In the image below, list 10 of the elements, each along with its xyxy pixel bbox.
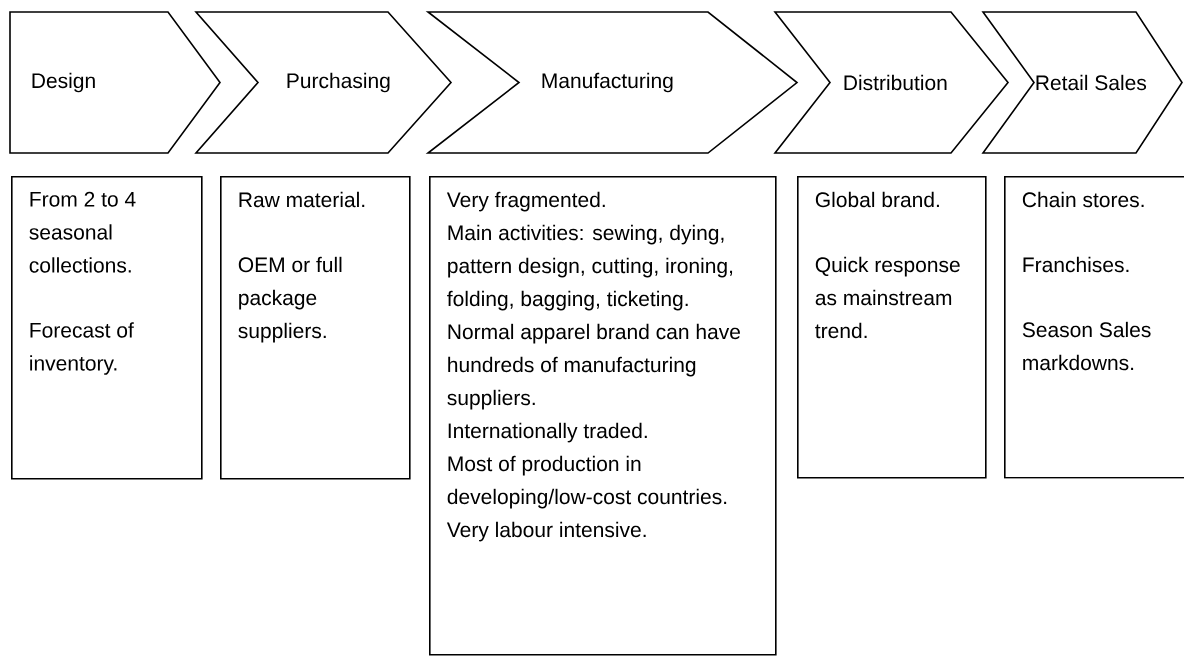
chevron-step: Manufacturing [425, 11, 799, 154]
chevron-step: Design [9, 11, 221, 154]
chevron-step: Retail Sales [981, 11, 1183, 154]
description-box: Very fragmented. Main activities: sewing, dying, pattern design, cutting, ironing, folding, bagging, ticketing. Normal apparel brand can have hundreds of manufacturing suppliers. Internationally traded. Most of production in developing/low-cost countries. Very labour intensive. [429, 176, 777, 656]
description-box: From 2 to 4 seasonal collections. Forecast of inventory. [11, 176, 203, 480]
chevron-step: Distribution [773, 11, 1010, 154]
description-box: Global brand. Quick response as mainstream trend. [797, 176, 987, 479]
description-box: Raw material. OEM or full package suppliers. [220, 176, 411, 480]
description-box: Chain stores. Franchises. Season Sales markdowns. [1004, 176, 1184, 479]
chevron-step: Purchasing [194, 11, 453, 154]
